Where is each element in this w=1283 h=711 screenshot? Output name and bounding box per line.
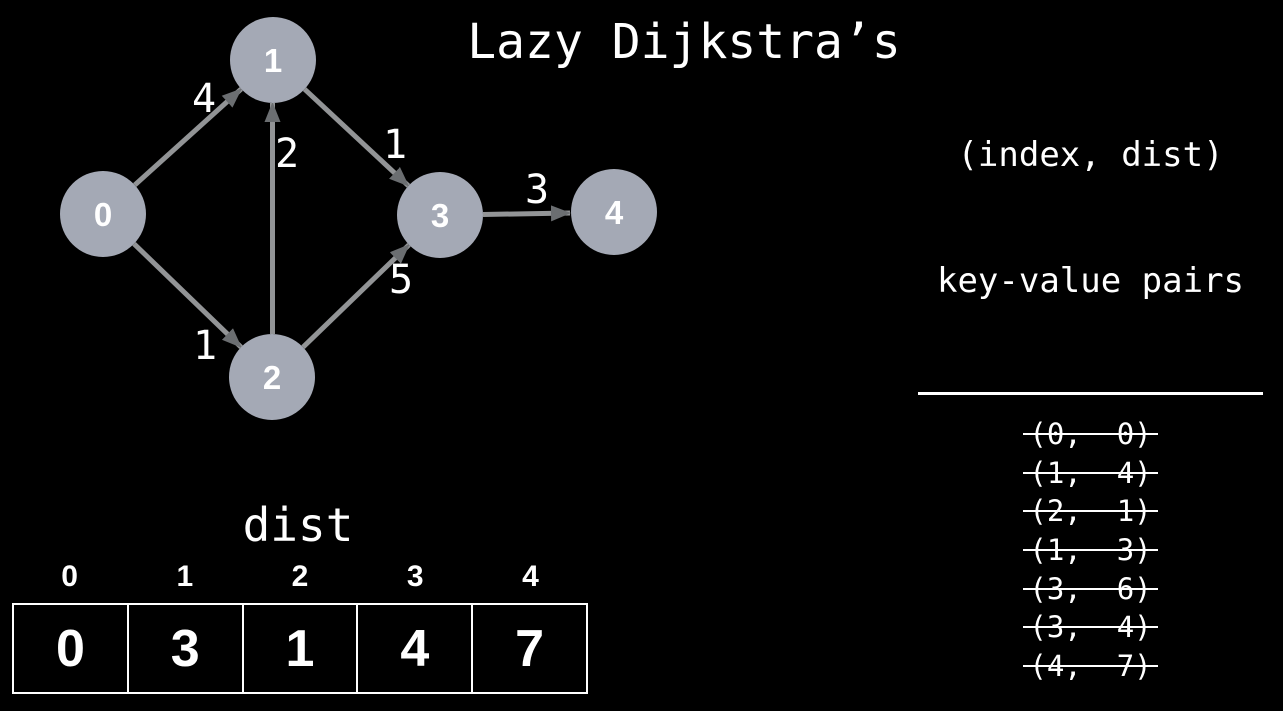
- dist-array-title: dist: [242, 498, 354, 552]
- queue-row: (3, 6): [918, 569, 1263, 608]
- edge-1-to-3: [302, 87, 411, 188]
- dist-array-indices: 0 1 2 3 4: [12, 558, 588, 596]
- graph-node-0: 0: [60, 171, 146, 257]
- queue-pair-4: (3, 6): [1023, 571, 1158, 606]
- priority-queue-panel: (index, dist) key-value pairs (0, 0) (1,…: [918, 50, 1263, 685]
- queue-row: (0, 0): [918, 415, 1263, 454]
- node-1-label: 1: [264, 42, 282, 79]
- edge-weight-2-1: 2: [275, 131, 299, 177]
- graph-node-2: 2: [229, 334, 315, 420]
- edge-weight-2-3: 5: [389, 257, 413, 303]
- dist-cell-4: 7: [515, 619, 545, 678]
- dist-index-2: 2: [291, 560, 309, 593]
- edge-weight-1-3: 1: [383, 122, 407, 168]
- graph-node-3: 3: [397, 172, 483, 258]
- edge-weight-3-4: 3: [525, 167, 549, 213]
- dist-index-4: 4: [522, 560, 539, 593]
- node-2-label: 2: [263, 359, 281, 396]
- priority-queue-header: (index, dist) key-value pairs: [918, 50, 1263, 395]
- dist-array: 0 3 1 4 7: [12, 603, 588, 694]
- dist-index-3: 3: [406, 560, 424, 593]
- graph-node-4: 4: [571, 169, 657, 255]
- graph-canvas: 4 1 2 1 5 3 0 1 2 3 4: [60, 17, 657, 420]
- pq-header-line1: (index, dist): [957, 135, 1224, 175]
- dist-cell-0: 0: [14, 605, 129, 692]
- queue-row: (3, 4): [918, 608, 1263, 647]
- dist-cell-1: 3: [129, 605, 244, 692]
- node-4-label: 4: [605, 194, 624, 231]
- queue-pair-1: (1, 4): [1023, 455, 1158, 490]
- edge-2-to-3: [301, 243, 411, 349]
- graph-node-1: 1: [230, 17, 316, 103]
- queue-pair-0: (0, 0): [1023, 417, 1158, 452]
- edge-3-to-4: [482, 205, 571, 222]
- queue-row: (2, 1): [918, 492, 1263, 531]
- queue-row: (1, 3): [918, 531, 1263, 570]
- node-4-circle: [571, 169, 657, 255]
- node-2-circle: [229, 334, 315, 420]
- node-3-label: 3: [431, 197, 449, 234]
- edge-weight-0-1: 4: [192, 76, 216, 122]
- queue-pair-2: (2, 1): [1023, 494, 1158, 529]
- dist-cell-3: 4: [358, 605, 474, 692]
- queue-row: (4, 7): [918, 647, 1263, 686]
- node-3-circle: [397, 172, 483, 258]
- edge-weight-0-2: 1: [193, 323, 217, 369]
- edge-0-to-2: [132, 242, 243, 349]
- node-1-circle: [230, 17, 316, 103]
- edge-0-to-1: [133, 87, 243, 187]
- pq-header-line2: key-value pairs: [936, 261, 1245, 301]
- queue-pair-5: (3, 4): [1023, 610, 1158, 645]
- queue-row: (1, 4): [918, 454, 1263, 493]
- dist-cell-2: 1: [244, 605, 359, 692]
- queue-pair-3: (1, 3): [1023, 533, 1158, 568]
- queue-pair-6: (4, 7): [1023, 648, 1158, 683]
- dist-index-0: 0: [61, 560, 78, 593]
- dist-index-1: 1: [176, 560, 194, 593]
- node-0-circle: [60, 171, 146, 257]
- priority-queue-list: (0, 0) (1, 4) (2, 1) (1, 3) (3, 6) (3, 4…: [918, 415, 1263, 685]
- page-title: Lazy Dijkstra’s: [467, 14, 901, 70]
- node-0-label: 0: [94, 196, 112, 233]
